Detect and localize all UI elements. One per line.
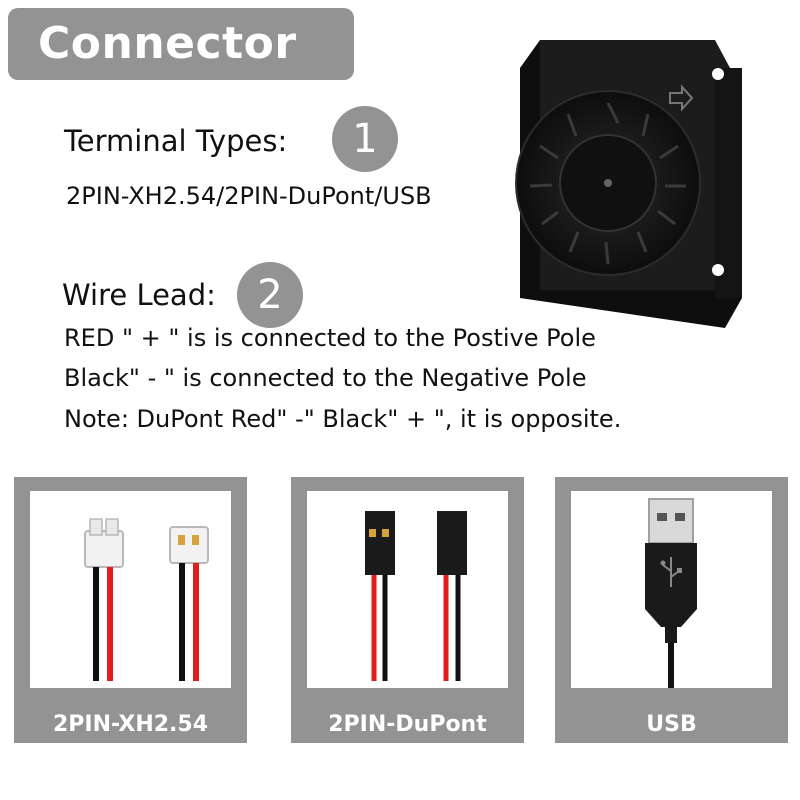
card-dupont-image-area xyxy=(307,491,508,688)
terminal-types-text: 2PIN-XH2.54/2PIN-DuPont/USB xyxy=(66,182,432,210)
card-usb: USB xyxy=(555,477,788,743)
wire-line-note: Note: DuPont Red" -" Black" + ", it is o… xyxy=(64,405,622,433)
wire-line-red: RED " + " is is connected to the Postive… xyxy=(64,324,596,352)
number-badge-2: 2 xyxy=(237,262,303,328)
number-badge-1: 1 xyxy=(332,106,398,172)
header-badge: Connector xyxy=(8,8,354,80)
card-xh254: 2PIN-XH2.54 xyxy=(14,477,247,743)
blower-fan-image xyxy=(515,40,742,328)
card-dupont: 2PIN-DuPont xyxy=(291,477,524,743)
card-usb-label: USB xyxy=(646,712,697,737)
page-title: Connector xyxy=(38,18,297,69)
dupont-connector-image xyxy=(365,511,467,681)
card-dupont-label: 2PIN-DuPont xyxy=(328,712,487,737)
terminal-types-label: Terminal Types: xyxy=(64,124,288,158)
wire-line-black: Black" - " is connected to the Negative … xyxy=(64,364,587,392)
card-xh254-label: 2PIN-XH2.54 xyxy=(52,712,209,737)
card-usb-image-area xyxy=(571,491,772,688)
wire-lead-label: Wire Lead: xyxy=(62,278,216,312)
usb-plug-image xyxy=(645,498,697,688)
card-xh254-image-area xyxy=(30,491,231,688)
xh254-connector-image xyxy=(84,518,209,681)
